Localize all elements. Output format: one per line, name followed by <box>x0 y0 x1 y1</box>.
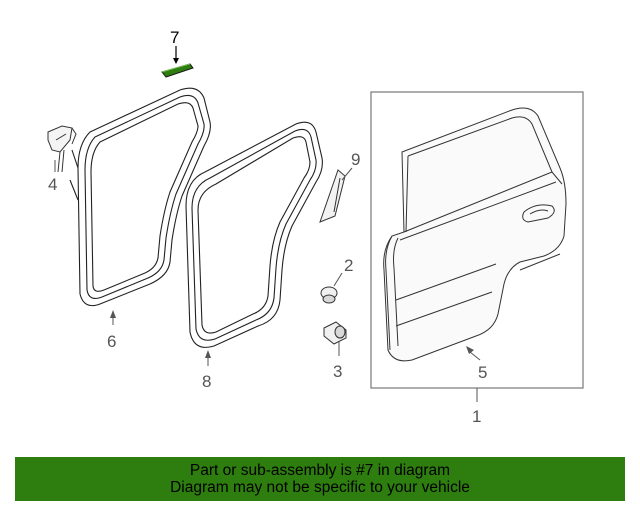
leader-line-5 <box>469 351 481 361</box>
parts-diagram: 7 4 6 8 9 2 3 <box>47 28 584 426</box>
callout-1: 1 <box>472 407 481 426</box>
part-8-door-weatherstrip[interactable] <box>185 121 323 348</box>
banner-line-disclaimer: Diagram may not be specific to your vehi… <box>170 479 470 496</box>
callout-4: 4 <box>48 175 57 194</box>
part-9-triangle-trim[interactable] <box>319 169 346 223</box>
part-4[interactable] <box>47 125 77 173</box>
arrowhead-7 <box>173 58 179 64</box>
arrowhead-8 <box>205 350 211 358</box>
part-5-rear-door-shell[interactable] <box>383 107 567 362</box>
part-2-clip[interactable] <box>320 286 338 304</box>
leader-line-9 <box>341 167 353 181</box>
callout-6: 6 <box>107 332 116 351</box>
info-banner: Part or sub-assembly is #7 in diagram Di… <box>15 457 625 501</box>
banner-line-part: Part or sub-assembly is #7 in diagram <box>189 462 451 479</box>
part-7-highlighted[interactable] <box>161 63 194 78</box>
leader-line-2 <box>333 272 343 287</box>
arrowhead-5 <box>466 346 474 354</box>
callout-9: 9 <box>351 150 360 169</box>
callout-5: 5 <box>478 363 487 382</box>
part-3-stopper[interactable] <box>323 321 347 345</box>
arrowhead-6 <box>110 310 116 318</box>
part-6-door-opening-weatherstrip[interactable] <box>69 87 211 307</box>
callout-2: 2 <box>344 256 353 275</box>
callout-7: 7 <box>170 28 179 47</box>
callout-3: 3 <box>333 362 342 381</box>
callout-8: 8 <box>202 372 211 391</box>
